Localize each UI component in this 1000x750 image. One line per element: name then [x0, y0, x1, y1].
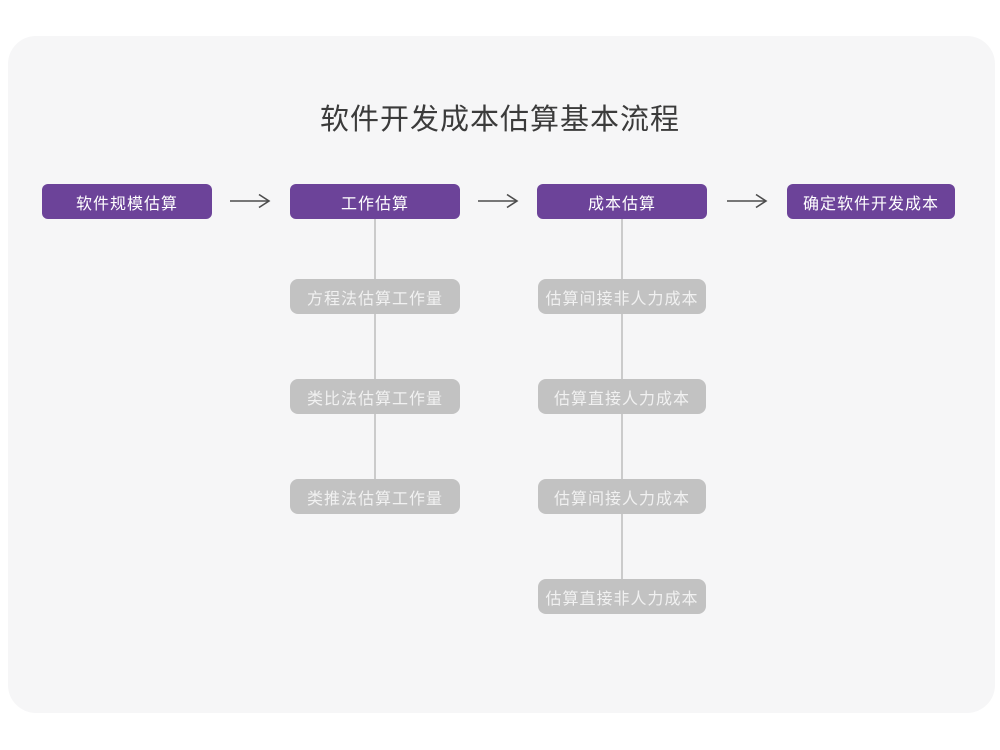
- flow-node-label: 软件规模估算: [75, 195, 178, 213]
- sub-node-indirect-labor-cost: 估算间接人力成本: [538, 479, 706, 514]
- sub-node-label: 类比法估算工作量: [306, 390, 443, 408]
- right-arrow-icon: [478, 193, 519, 209]
- flowchart-canvas: [8, 36, 995, 713]
- flow-node-label: 确定软件开发成本: [802, 195, 939, 213]
- sub-node-label: 类推法估算工作量: [306, 490, 443, 508]
- connector-line-work-column: [374, 219, 376, 497]
- flow-node-software-size-estimation: 软件规模估算: [42, 184, 212, 219]
- flow-node-determine-dev-cost: 确定软件开发成本: [787, 184, 955, 219]
- sub-node-label: 方程法估算工作量: [306, 290, 443, 308]
- flow-node-work-estimation: 工作估算: [290, 184, 460, 219]
- right-arrow-icon: [727, 193, 768, 209]
- sub-node-equation-method: 方程法估算工作量: [290, 279, 460, 314]
- sub-node-label: 估算直接人力成本: [553, 390, 690, 408]
- sub-node-indirect-nonlabor-cost: 估算间接非人力成本: [538, 279, 706, 314]
- sub-node-direct-labor-cost: 估算直接人力成本: [538, 379, 706, 414]
- flow-node-label: 成本估算: [587, 195, 656, 213]
- flow-node-cost-estimation: 成本估算: [537, 184, 707, 219]
- diagram-title: 软件开发成本估算基本流程: [319, 104, 680, 136]
- sub-node-analogy-method: 类比法估算工作量: [290, 379, 460, 414]
- sub-node-label: 估算间接人力成本: [553, 490, 690, 508]
- right-arrow-icon: [230, 193, 271, 209]
- sub-node-label: 估算间接非人力成本: [545, 290, 699, 308]
- sub-node-extrapolation-method: 类推法估算工作量: [290, 479, 460, 514]
- sub-node-direct-nonlabor-cost: 估算直接非人力成本: [538, 579, 706, 614]
- sub-node-label: 估算直接非人力成本: [545, 590, 699, 608]
- flow-node-label: 工作估算: [340, 195, 409, 213]
